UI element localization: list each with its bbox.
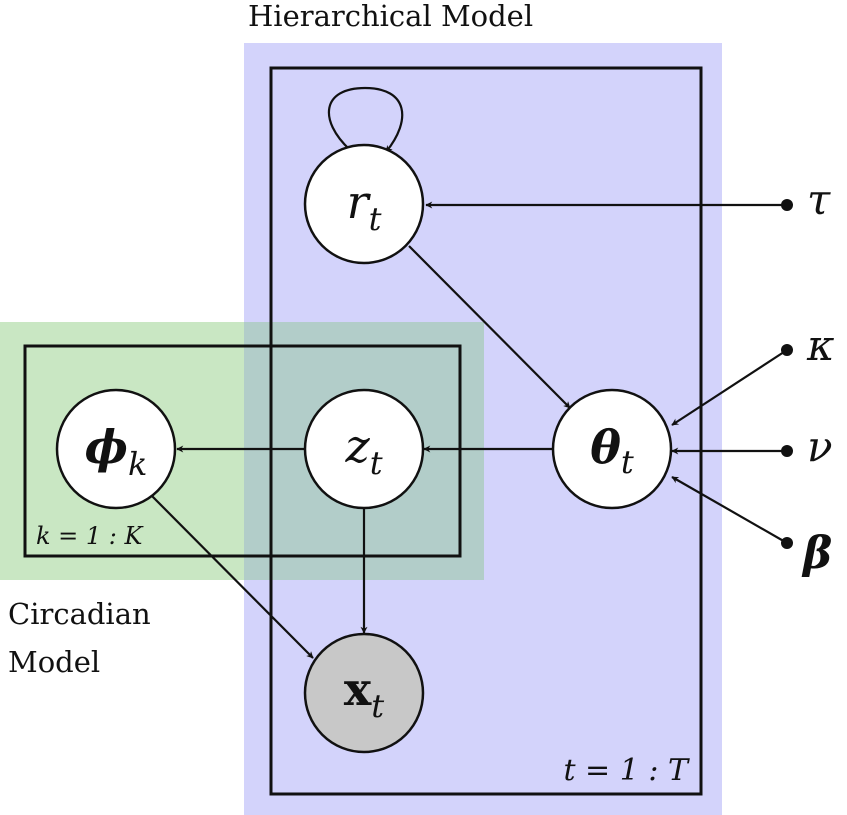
component-plate-label: k = 1 : K [36, 522, 145, 550]
edge-r-self-loop [327, 86, 404, 153]
time-plate [269, 66, 703, 796]
edge-kappa-to-theta [671, 349, 788, 426]
node-z-circle [303, 388, 425, 510]
node-phi-subscript: k [128, 445, 147, 483]
hierarchical-model-label: Hierarchical Model [248, 0, 533, 33]
kappa-dot [781, 344, 793, 356]
node-theta-label: θt [590, 420, 634, 481]
edge-phi-to-x [145, 489, 314, 659]
node-x: xt [303, 632, 425, 754]
tau-label: τ [807, 175, 831, 224]
component-plate [23, 344, 462, 558]
time-plate-label: t = 1 : T [563, 753, 690, 788]
nu-label: ν [807, 422, 833, 471]
node-z-symbol: z [344, 419, 370, 473]
node-x-label: xt [344, 662, 384, 725]
beta-label: β [801, 528, 832, 579]
tau-dot [781, 199, 793, 211]
node-r-subscript: t [369, 200, 382, 238]
node-r-circle [303, 143, 425, 265]
circadian-model-label-line1: Circadian [8, 597, 151, 631]
circadian-model-label-line2: Model [8, 645, 100, 679]
node-r-symbol: r [347, 175, 372, 229]
node-x-subscript: t [371, 687, 384, 725]
node-z-label: zt [344, 419, 382, 482]
node-theta-circle [551, 388, 673, 510]
node-theta-subscript: t [621, 443, 634, 481]
node-theta: θt [551, 388, 673, 510]
node-x-circle [303, 632, 425, 754]
node-theta-symbol: θ [590, 420, 621, 474]
node-phi: ϕk [55, 388, 177, 510]
node-phi-label: ϕk [85, 420, 148, 483]
node-phi-symbol: ϕ [85, 420, 128, 474]
node-z-subscript: t [370, 444, 383, 482]
edge-r-to-theta [408, 245, 571, 409]
node-r: rt [303, 143, 425, 265]
node-phi-circle [55, 388, 177, 510]
node-x-symbol: x [344, 662, 372, 716]
nu-dot [781, 445, 793, 457]
edge-beta-to-theta [671, 476, 788, 544]
beta-dot [781, 537, 793, 549]
node-r-label: rt [347, 175, 382, 238]
node-z: zt [303, 388, 425, 510]
kappa-label: κ [806, 321, 835, 370]
